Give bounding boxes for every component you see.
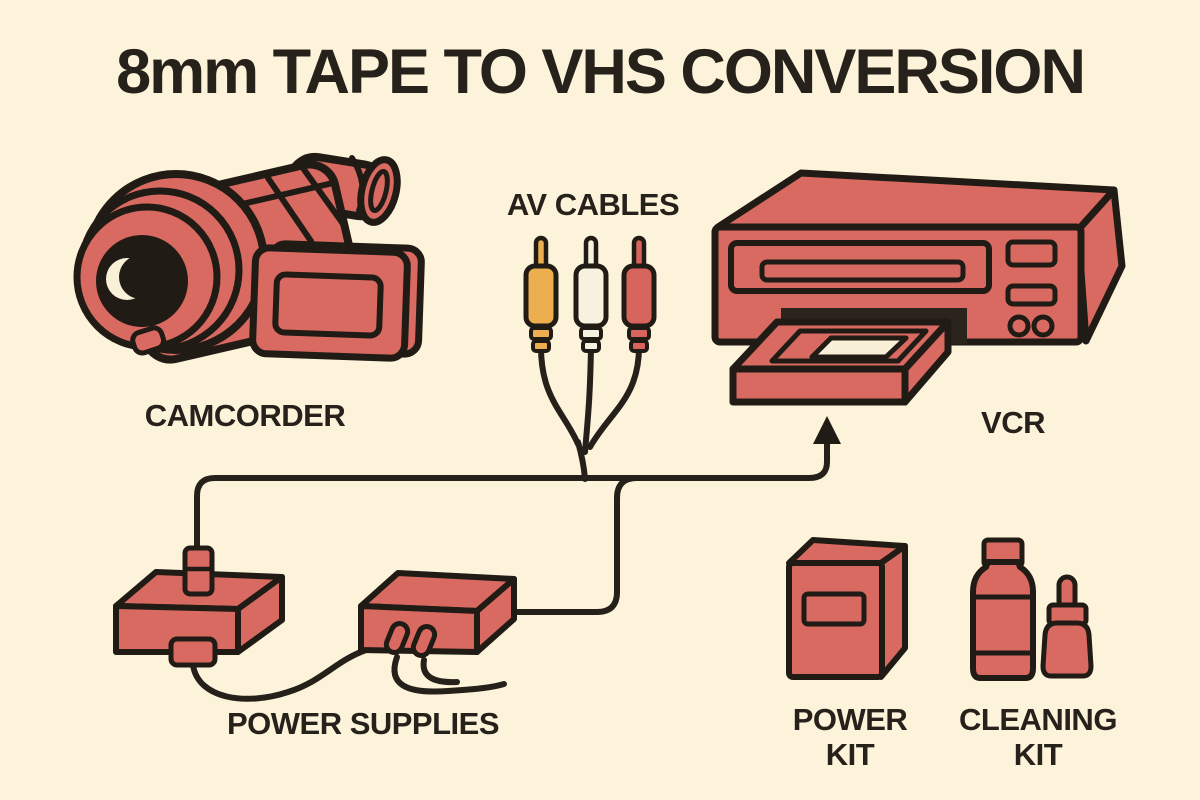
prong-wire-long [391, 654, 507, 695]
camcorder-illustration [73, 152, 425, 364]
tape-front-face [729, 365, 909, 406]
plug-collar-1 [579, 326, 603, 341]
bottle-body [970, 559, 1036, 681]
power-supplies-label: POWER SUPPLIES [226, 706, 500, 741]
brick-connector [168, 636, 218, 668]
vcr-label: VCR [981, 405, 1045, 440]
plug-collar-2 [531, 339, 551, 353]
vcr-button-2 [1005, 283, 1058, 307]
rca-plug-yellow [523, 235, 559, 353]
camcorder-label: CAMCORDER [144, 398, 346, 433]
av-cables-illustration [523, 235, 657, 353]
plug-body [573, 263, 609, 329]
power-to-vcr-wire [511, 475, 640, 615]
av-cable-red-lead [587, 344, 642, 450]
plug-collar-2 [629, 339, 649, 353]
power-brick-left [113, 545, 285, 668]
cleaning-kit-illustration [970, 537, 1094, 681]
plug-collar-1 [627, 326, 651, 341]
rca-plug-white [573, 235, 609, 353]
dropper-body [1040, 620, 1094, 679]
rca-plug-red [621, 235, 657, 353]
kit-box-label [801, 591, 867, 627]
plug-body [523, 263, 559, 329]
brick-link-wire [190, 647, 369, 702]
page-title: 8mm TAPE TO VHS CONVERSION [116, 37, 1086, 107]
body-panel-line-2 [300, 166, 347, 227]
wires [190, 344, 841, 702]
plug-collar-2 [581, 339, 601, 353]
av-cables-label: AV CABLES [506, 187, 680, 222]
vcr-top-face [714, 169, 1118, 234]
vhs-tape [729, 318, 952, 406]
av-cable-white-lead [582, 344, 594, 455]
tape-window [809, 335, 909, 360]
prong-1 [383, 621, 411, 655]
main-wire [194, 439, 830, 550]
vcr-cassette-slot-trim [759, 259, 966, 283]
av-cable-yellow-lead [538, 344, 581, 447]
cleaning-kit-label: CLEANING KIT [959, 702, 1117, 772]
power-brick-right [358, 570, 517, 658]
power-kit-label: POWER KIT [792, 702, 908, 772]
vcr-button-1 [1005, 239, 1058, 268]
plug-collar-1 [529, 326, 553, 341]
arrow-up-icon [813, 416, 841, 444]
flip-screen-display [272, 271, 384, 339]
plug-body [621, 263, 657, 329]
vcr-illustration [711, 169, 1126, 406]
tape-right-face [901, 318, 952, 406]
power-supplies-illustration [113, 545, 517, 668]
vcr-knob-2 [1031, 314, 1055, 338]
prong-wire-short [420, 657, 460, 686]
body-latch-detail [130, 325, 167, 356]
dropper-bottle [1040, 574, 1094, 679]
body-panel-line-1 [264, 174, 315, 245]
tape-window-ring [769, 328, 929, 364]
cleaning-bottle [970, 537, 1036, 681]
lens-highlight-mask [119, 255, 163, 299]
av-cable-stem [575, 439, 588, 482]
eyepiece-inner-ring [368, 169, 390, 213]
prong-2 [410, 624, 438, 658]
vcr-knob-1 [1007, 314, 1031, 338]
power-kit-illustration [786, 537, 908, 680]
